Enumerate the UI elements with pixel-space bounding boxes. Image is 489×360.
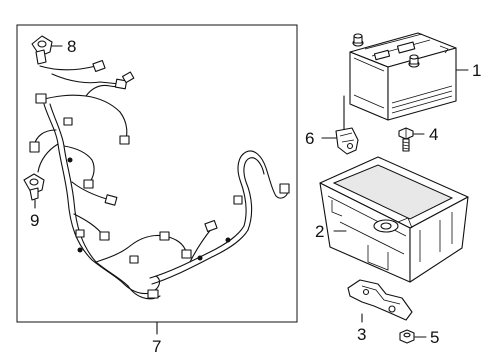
- hold-down-bracket: [347, 279, 413, 321]
- harness-clip-lower: [23, 173, 45, 201]
- callout-3: 3: [357, 325, 366, 344]
- callout-8: 8: [67, 37, 76, 56]
- harness-clip-upper: [31, 35, 53, 65]
- callout-6: 6: [305, 129, 314, 148]
- battery-tray: [319, 156, 469, 283]
- wiring-harness: [29, 59, 290, 300]
- callout-4: 4: [429, 125, 438, 144]
- callout-1: 1: [472, 61, 481, 80]
- callout-7: 7: [152, 337, 161, 356]
- battery-sensor: [335, 95, 359, 155]
- callout-5: 5: [430, 328, 439, 347]
- bolt: [398, 127, 414, 152]
- nut: [399, 329, 415, 344]
- battery: [349, 32, 457, 121]
- callout-9: 9: [30, 211, 39, 230]
- callout-2: 2: [315, 222, 324, 241]
